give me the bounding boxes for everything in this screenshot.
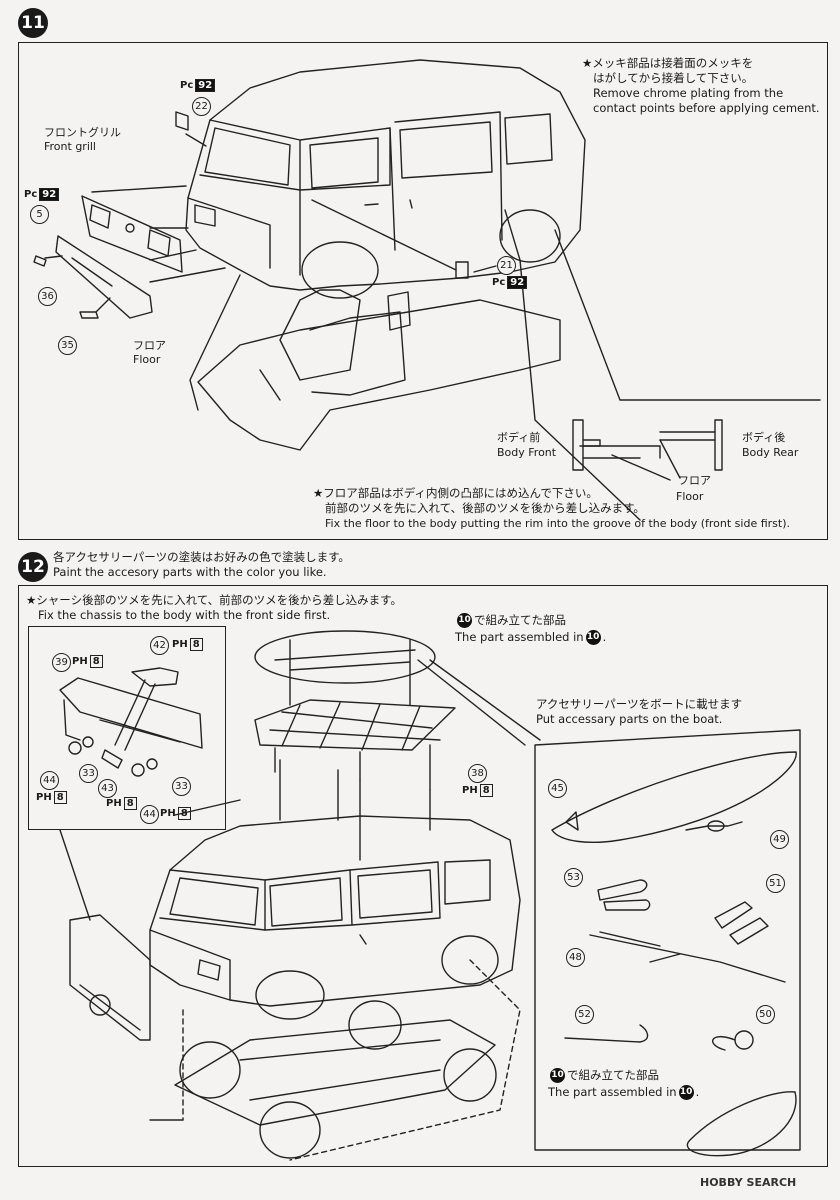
bull-bar-inset-panel xyxy=(28,626,226,830)
part-22: 22 xyxy=(192,97,211,116)
part-36: 36 xyxy=(38,287,57,306)
front-bumper-part xyxy=(55,235,153,319)
step-10-ref-badge: 10 xyxy=(457,613,472,628)
floor-part xyxy=(197,289,561,451)
part-39: 39 xyxy=(52,653,71,672)
step-10-ref-badge: 10 xyxy=(678,1085,694,1100)
chrome-note-en1: Remove chrome plating from the xyxy=(593,86,784,100)
part-51: 51 xyxy=(766,874,785,893)
front-grill-label-en: Front grill xyxy=(44,140,96,153)
step-12-panel xyxy=(18,585,828,1167)
part-48: 48 xyxy=(566,948,585,967)
van-body-12 xyxy=(149,815,521,1020)
floor-note-jp2: 前部のツメを先に入れて、後部のツメを後から差し込みます。 xyxy=(325,501,645,515)
chrome-note-jp2: はがしてから接着して下さい。 xyxy=(593,71,754,85)
roof-rack-part xyxy=(254,699,456,791)
chrome-note-jp1: ★メッキ部品は接着面のメッキを xyxy=(582,56,754,70)
floor-section-label-jp: フロア xyxy=(678,474,711,487)
body-front-label-jp: ボディ前 xyxy=(497,431,541,444)
part-45: 45 xyxy=(548,779,567,798)
body-rear-label-jp: ボディ後 xyxy=(742,431,786,444)
floor-note-jp1: ★フロア部品はボディ内側の凸部にはめ込んで下さい。 xyxy=(313,486,598,500)
step-12-number: 12 xyxy=(18,552,48,582)
part-21: 21 xyxy=(497,256,516,275)
step-11-panel xyxy=(18,42,828,540)
chassis-note-jp: ★シャーシ後部のツメを先に入れて、前部のツメを後から差し込みます。 xyxy=(26,593,403,607)
body-rear-label-en: Body Rear xyxy=(742,446,799,459)
part-50: 50 xyxy=(756,1005,775,1024)
boat-note-en: Put accessary parts on the boat. xyxy=(536,712,723,726)
part-52: 52 xyxy=(575,1005,594,1024)
floor-label-en: Floor xyxy=(133,353,161,366)
floor-label-jp: フロア xyxy=(133,339,166,352)
part-33-left: 33 xyxy=(79,764,98,783)
bull-bar-assembly xyxy=(59,667,203,777)
chrome-note-en2: contact points before applying cement. xyxy=(593,101,820,115)
step-11-number: 11 xyxy=(18,8,48,38)
part-38: 38 xyxy=(468,764,487,783)
body-section-detail xyxy=(572,419,723,481)
part-44-right: 44 xyxy=(140,805,159,824)
floor-section-label-en: Floor xyxy=(676,490,704,503)
boat-panel xyxy=(534,729,801,1151)
part-33-right: 33 xyxy=(172,777,191,796)
part-53: 53 xyxy=(564,868,583,887)
part-43: 43 xyxy=(98,779,117,798)
van-body-11 xyxy=(185,59,586,299)
chassis-note-en: Fix the chassis to the body with the fro… xyxy=(38,608,331,622)
chassis-part xyxy=(174,1000,497,1159)
part-5: 5 xyxy=(30,205,49,224)
part-42: 42 xyxy=(150,636,169,655)
step-10-ref-badge: 10 xyxy=(585,630,601,645)
boat-note-jp: アクセサリーパーツをボートに載せます xyxy=(536,697,743,711)
part-49: 49 xyxy=(770,830,789,849)
front-grill-label-jp: フロントグリル xyxy=(44,126,121,139)
floor-note-en: Fix the floor to the body putting the ri… xyxy=(325,517,790,530)
step-10-ref-badge: 10 xyxy=(550,1068,565,1083)
part-35: 35 xyxy=(58,336,77,355)
part-44-left: 44 xyxy=(40,771,59,790)
watermark: HOBBY SEARCH xyxy=(700,1176,797,1189)
step-12-header-en: Paint the accesory parts with the color … xyxy=(53,565,327,579)
board-on-roof xyxy=(254,630,436,684)
step-12-header-jp: 各アクセサリーパーツの塗装はお好みの色で塗装します。 xyxy=(53,550,350,564)
body-front-label-en: Body Front xyxy=(497,446,557,459)
